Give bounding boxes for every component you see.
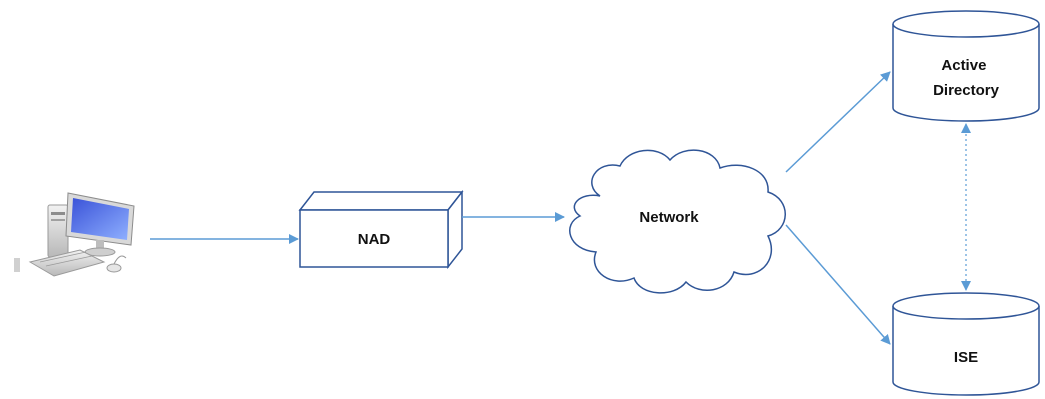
active-directory-label-line1: Active xyxy=(941,57,986,74)
connector-network-to-active-directory xyxy=(785,71,891,173)
active-directory-database: Active Directory xyxy=(892,10,1040,122)
nad-label: NAD xyxy=(358,231,391,248)
active-directory-label: Active Directory xyxy=(933,57,1000,99)
ise-label: ISE xyxy=(954,349,978,366)
active-directory-label-line2: Directory xyxy=(933,82,1000,99)
network-label: Network xyxy=(639,209,699,226)
network-cloud: Network xyxy=(569,149,786,294)
desktop-computer-icon xyxy=(14,192,135,277)
connector-network-to-ise xyxy=(785,224,891,345)
ise-database: ISE xyxy=(892,292,1040,396)
nad-device-box: NAD xyxy=(298,189,464,270)
